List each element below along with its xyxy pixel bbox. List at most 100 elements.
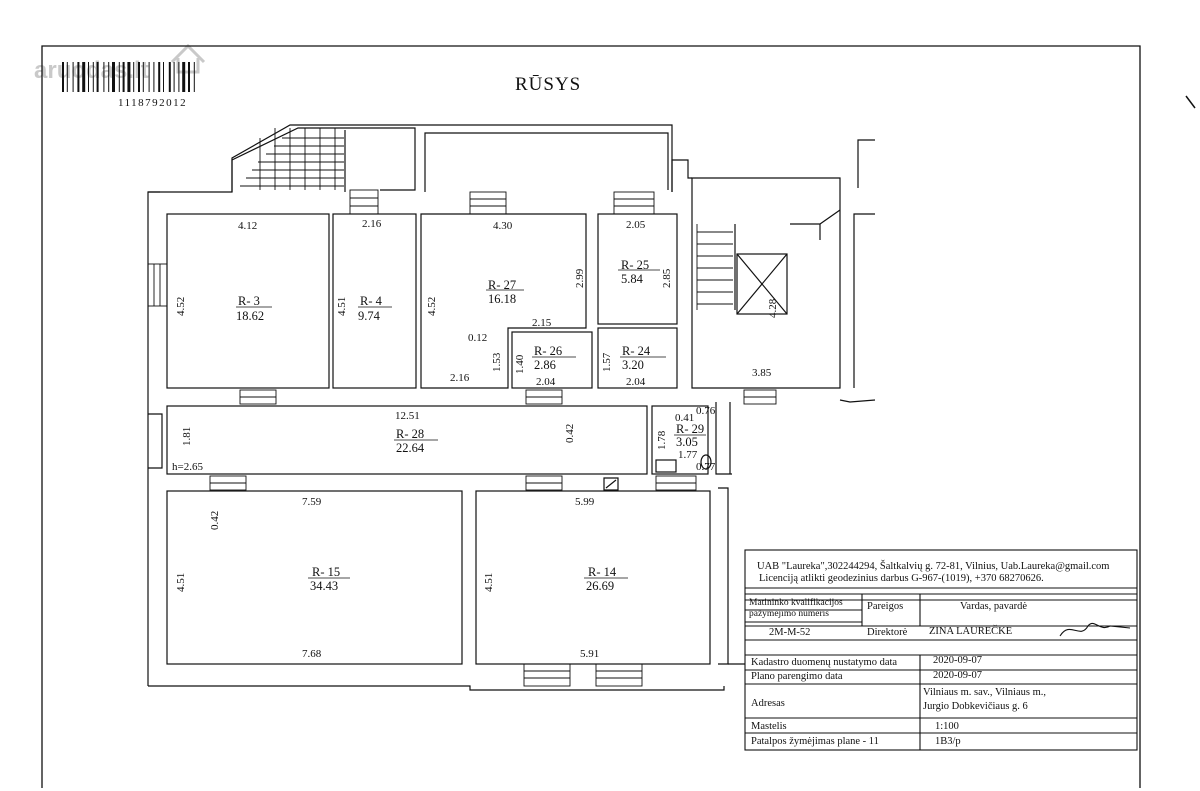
room-r26: R- 262.86	[534, 344, 562, 372]
barcode-bar	[112, 62, 115, 92]
barcode-bar	[193, 62, 195, 92]
svg-text:5.84: 5.84	[621, 272, 644, 286]
room-r25: R- 255.84	[621, 258, 649, 286]
svg-text:1.78: 1.78	[656, 430, 668, 450]
svg-text:2.04: 2.04	[536, 376, 556, 388]
barcode-bar	[188, 62, 190, 92]
barcode-bar	[182, 62, 186, 92]
stair-lines	[240, 128, 733, 310]
svg-text:0.77: 0.77	[696, 461, 716, 473]
address-value-2: Jurgio Dobkevičiaus g. 6	[923, 701, 1028, 712]
room-r29: R- 293.05	[676, 422, 704, 449]
title-block: UAB "Laureka",302244294, Šaltkalvių g. 7…	[745, 550, 1137, 750]
svg-text:R- 29: R- 29	[676, 422, 704, 436]
svg-text:2.86: 2.86	[534, 358, 556, 372]
watermark-text: aruodas.lt	[34, 57, 149, 84]
svg-text:3.85: 3.85	[752, 367, 772, 379]
svg-text:2.16: 2.16	[450, 372, 470, 384]
svg-text:26.69: 26.69	[586, 579, 614, 593]
svg-text:0.41: 0.41	[675, 412, 694, 424]
svg-text:12.51: 12.51	[395, 410, 420, 422]
barcode-bar	[108, 62, 110, 92]
cadastre-date-value: 2020-09-07	[933, 655, 982, 666]
plan-date-label: Plano parengimo data	[751, 671, 843, 682]
room-r24: R- 243.20	[622, 344, 651, 372]
svg-text:5.91: 5.91	[580, 648, 599, 660]
svg-text:R- 4: R- 4	[360, 294, 383, 308]
svg-text:4.28: 4.28	[767, 298, 779, 318]
barcode-bar	[118, 62, 120, 92]
barcode-bar	[82, 62, 86, 92]
premises-label: Patalpos žymėjimas plane - 11	[751, 736, 879, 747]
svg-text:R- 3: R- 3	[238, 294, 260, 308]
svg-text:0.42: 0.42	[209, 511, 221, 530]
surveyor-name: ZINA LAUREČKĖ	[929, 626, 1013, 637]
svg-text:1.53: 1.53	[491, 352, 503, 372]
svg-text:34.43: 34.43	[310, 579, 338, 593]
svg-text:R- 25: R- 25	[621, 258, 649, 272]
svg-text:4.51: 4.51	[175, 573, 187, 592]
barcode-bar	[72, 62, 74, 92]
premises-value: 1B3/p	[935, 736, 961, 747]
svg-text:7.59: 7.59	[302, 496, 322, 508]
svg-text:3.05: 3.05	[676, 435, 698, 449]
barcode-bar	[62, 62, 64, 92]
signature-mark	[1059, 622, 1131, 637]
svg-text:1.77: 1.77	[678, 449, 698, 461]
svg-text:2.04: 2.04	[626, 376, 646, 388]
cert-header-a: Matininko kvalifikacijos	[749, 598, 843, 608]
cadastre-date-label: Kadastro duomenų nustatymo data	[751, 657, 898, 668]
svg-text:4.51: 4.51	[336, 297, 348, 316]
barcode-bar	[103, 62, 105, 92]
company-line-2: Licenciją atlikti geodezinius darbus G-9…	[759, 573, 1044, 584]
barcode-bar	[133, 62, 135, 92]
barcode-bar	[127, 62, 131, 92]
svg-text:4.30: 4.30	[493, 220, 513, 232]
drawing-frame	[41, 45, 1141, 788]
svg-text:R- 14: R- 14	[588, 565, 617, 579]
svg-text:2.05: 2.05	[626, 219, 646, 231]
svg-text:R- 24: R- 24	[622, 344, 651, 358]
svg-text:0.12: 0.12	[468, 332, 487, 344]
barcode-bar	[138, 62, 140, 92]
cert-number: 2M-M-52	[769, 627, 811, 638]
room-r3: R- 318.62	[236, 294, 264, 323]
barcode-bar	[153, 62, 155, 92]
scan-mark	[1185, 95, 1196, 109]
address-value-1: Vilniaus m. sav., Vilniaus m.,	[923, 687, 1046, 698]
svg-text:9.74: 9.74	[358, 309, 381, 323]
svg-text:1.57: 1.57	[601, 352, 613, 372]
svg-text:0.76: 0.76	[696, 405, 716, 417]
barcode	[62, 62, 195, 92]
svg-text:2.99: 2.99	[574, 268, 586, 288]
title-block-grid	[744, 549, 1138, 751]
walls	[147, 124, 876, 691]
svg-text:1.40: 1.40	[514, 354, 526, 374]
position-value: Direktorė	[867, 627, 908, 638]
svg-text:2.85: 2.85	[661, 268, 673, 288]
barcode-bar	[92, 62, 94, 92]
dimension-lines	[236, 269, 706, 579]
svg-text:3.20: 3.20	[622, 358, 644, 372]
svg-text:4.12: 4.12	[238, 220, 257, 232]
barcode-bar	[163, 62, 164, 92]
svg-text:5.99: 5.99	[575, 496, 595, 508]
plan-date-value: 2020-09-07	[933, 670, 982, 681]
svg-text:h=2.65: h=2.65	[172, 461, 203, 473]
svg-text:R- 27: R- 27	[488, 278, 516, 292]
svg-text:2.15: 2.15	[532, 317, 552, 329]
svg-text:4.51: 4.51	[483, 573, 495, 592]
barcode-number: 1118792012	[118, 97, 187, 109]
barcode-bar	[173, 62, 175, 92]
svg-text:R- 26: R- 26	[534, 344, 562, 358]
barcode-bar	[122, 62, 125, 92]
svg-text:18.62: 18.62	[236, 309, 264, 323]
svg-text:0.42: 0.42	[564, 424, 576, 443]
scale-label: Mastelis	[751, 721, 787, 732]
svg-text:16.18: 16.18	[488, 292, 516, 306]
window-markers	[147, 189, 777, 687]
svg-text:4.52: 4.52	[426, 297, 438, 316]
